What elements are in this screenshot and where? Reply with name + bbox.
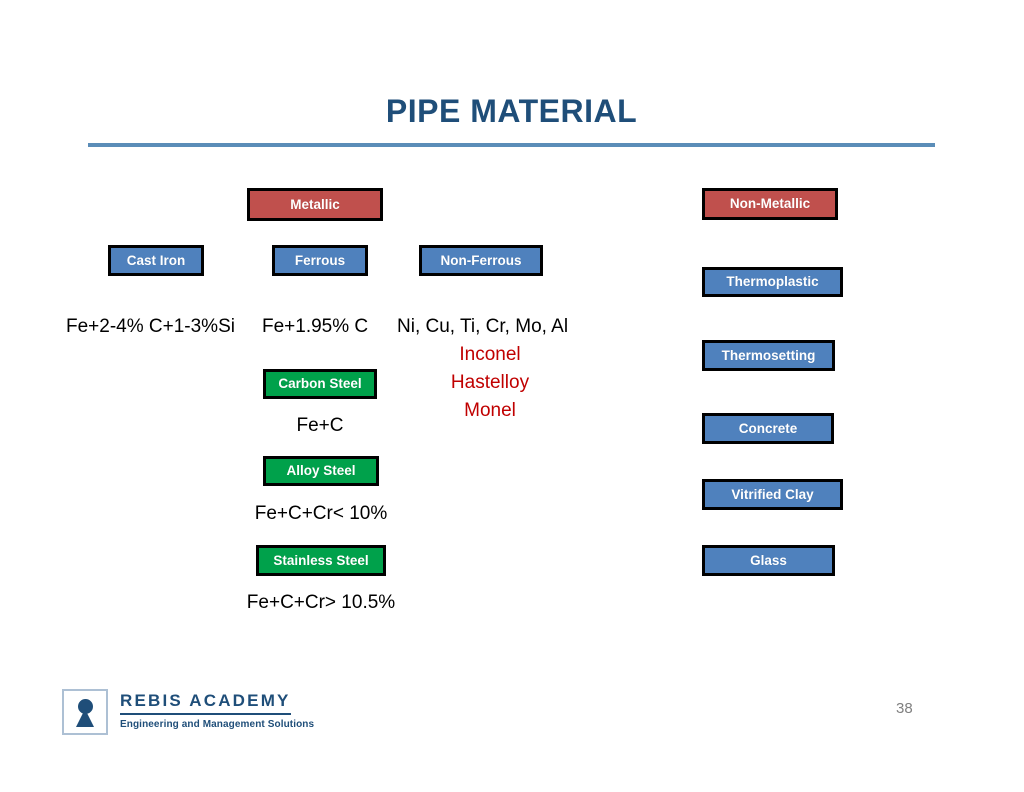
node-carbon-steel[interactable]: Carbon Steel: [263, 369, 377, 399]
non-ferrous-elements: Ni, Cu, Ti, Cr, Mo, Al: [397, 316, 569, 337]
keyhole-stem: [76, 709, 94, 727]
node-metallic[interactable]: Metallic: [247, 188, 383, 221]
brand-text: REBIS ACADEMY Engineering and Management…: [120, 689, 314, 730]
node-glass[interactable]: Glass: [702, 545, 835, 576]
stainless-steel-formula: Fe+C+Cr> 10.5%: [246, 592, 396, 613]
alloy-hastelloy: Hastelloy: [450, 372, 530, 393]
cast-iron-formula: Fe+2-4% C+1-3%Si: [66, 316, 235, 337]
alloy-steel-formula: Fe+C+Cr< 10%: [254, 503, 388, 524]
node-concrete[interactable]: Concrete: [702, 413, 834, 444]
brand-logo: REBIS ACADEMY Engineering and Management…: [62, 689, 314, 735]
keyhole-icon: [62, 689, 108, 735]
node-alloy-steel[interactable]: Alloy Steel: [263, 456, 379, 486]
node-stainless-steel[interactable]: Stainless Steel: [256, 545, 386, 576]
node-vitrified-clay[interactable]: Vitrified Clay: [702, 479, 843, 510]
node-cast-iron[interactable]: Cast Iron: [108, 245, 204, 276]
node-thermosetting[interactable]: Thermosetting: [702, 340, 835, 371]
node-ferrous[interactable]: Ferrous: [272, 245, 368, 276]
brand-tagline: Engineering and Management Solutions: [120, 719, 315, 730]
node-non-metallic[interactable]: Non-Metallic: [702, 188, 838, 220]
brand-name: REBIS ACADEMY: [120, 691, 291, 715]
ferrous-formula: Fe+1.95% C: [262, 316, 369, 337]
title-divider: [88, 143, 935, 147]
carbon-steel-formula: Fe+C: [296, 415, 344, 436]
page-number: 38: [896, 700, 913, 717]
alloy-monel: Monel: [464, 400, 516, 421]
node-thermoplastic[interactable]: Thermoplastic: [702, 267, 843, 297]
page-title: PIPE MATERIAL: [385, 93, 638, 129]
alloy-inconel: Inconel: [459, 344, 521, 365]
node-non-ferrous[interactable]: Non-Ferrous: [419, 245, 543, 276]
